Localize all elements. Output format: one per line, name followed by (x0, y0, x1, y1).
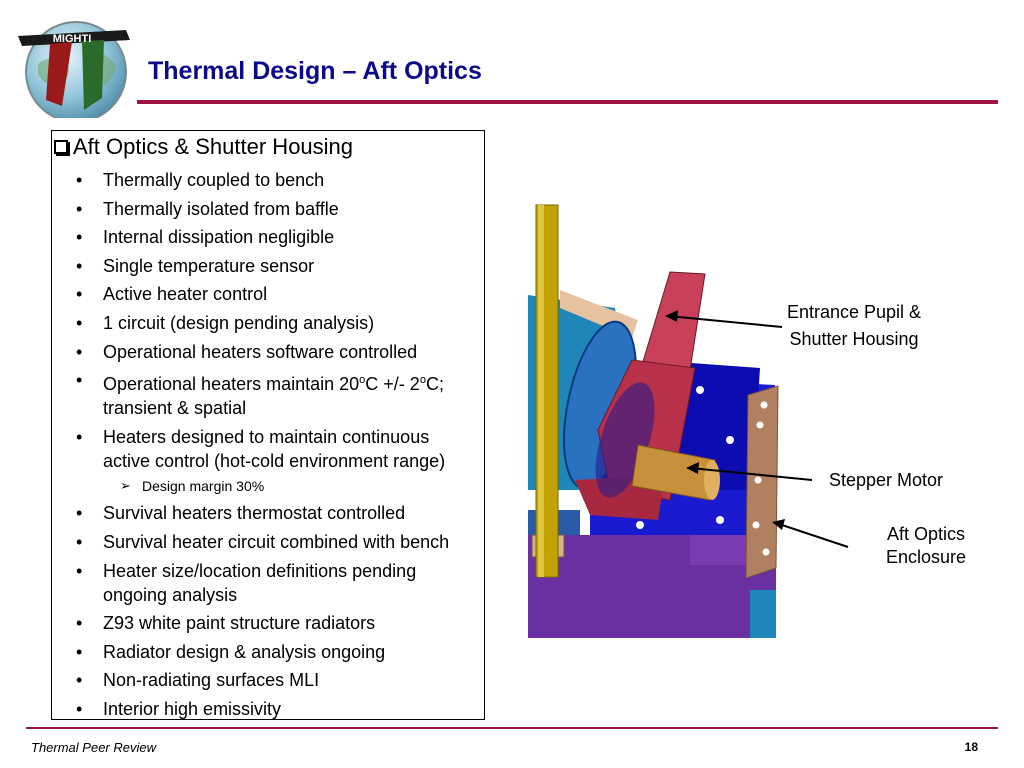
slide-title: Thermal Design – Aft Optics (148, 57, 482, 85)
section-heading-text: Aft Optics & Shutter Housing (73, 134, 354, 159)
list-item: •Heaters designed to maintain continuous… (76, 426, 446, 471)
logo-text: MIGHTI (53, 33, 92, 45)
list-item: •Heater size/location definitions pendin… (76, 560, 417, 605)
section-heading: Aft Optics & Shutter Housing (54, 134, 353, 160)
list-item: •Radiator design & analysis ongoing (76, 641, 386, 662)
mighti-logo: MIGHTI (18, 21, 130, 118)
bullet-list: •Thermally coupled to bench •Thermally i… (52, 168, 486, 726)
list-item: •Single temperature sensor (76, 255, 315, 276)
checkbox-bullet-icon (54, 140, 68, 154)
footer-rule (26, 727, 998, 729)
arrow-bullet-icon: ➢ (120, 478, 131, 494)
list-item: •Operational heaters software controlled (76, 341, 418, 362)
title-rule (137, 100, 998, 104)
list-item: •Thermally coupled to bench (76, 170, 325, 190)
aft-optics-diagram (528, 204, 849, 638)
list-item: •Internal dissipation negligible (76, 227, 335, 248)
list-item: •Z93 white paint structure radiators (76, 613, 376, 634)
list-item: •Thermally isolated from baffle (76, 198, 339, 219)
callout-aft-optics-enclosure: Aft Optics Enclosure (885, 524, 967, 567)
footer-text: Thermal Peer Review (31, 740, 156, 755)
callout-entrance-pupil: Entrance Pupil & Shutter Housing (786, 302, 922, 349)
list-item: •Survival heater circuit combined with b… (76, 531, 450, 552)
sub-list-item: ➢Design margin 30% (120, 478, 265, 495)
list-item: •Operational heaters maintain 20oC +/- 2… (76, 370, 444, 419)
list-item: •Interior high emissivity (76, 698, 282, 719)
list-item: •Active heater control (76, 284, 268, 305)
callout-stepper-motor: Stepper Motor (828, 470, 944, 490)
page-number: 18 (964, 740, 978, 754)
list-item: •1 circuit (design pending analysis) (76, 312, 375, 333)
list-item: •Survival heaters thermostat controlled (76, 503, 406, 524)
content-box: Aft Optics & Shutter Housing •Thermally … (51, 130, 485, 720)
list-item: •Non-radiating surfaces MLI (76, 670, 320, 691)
